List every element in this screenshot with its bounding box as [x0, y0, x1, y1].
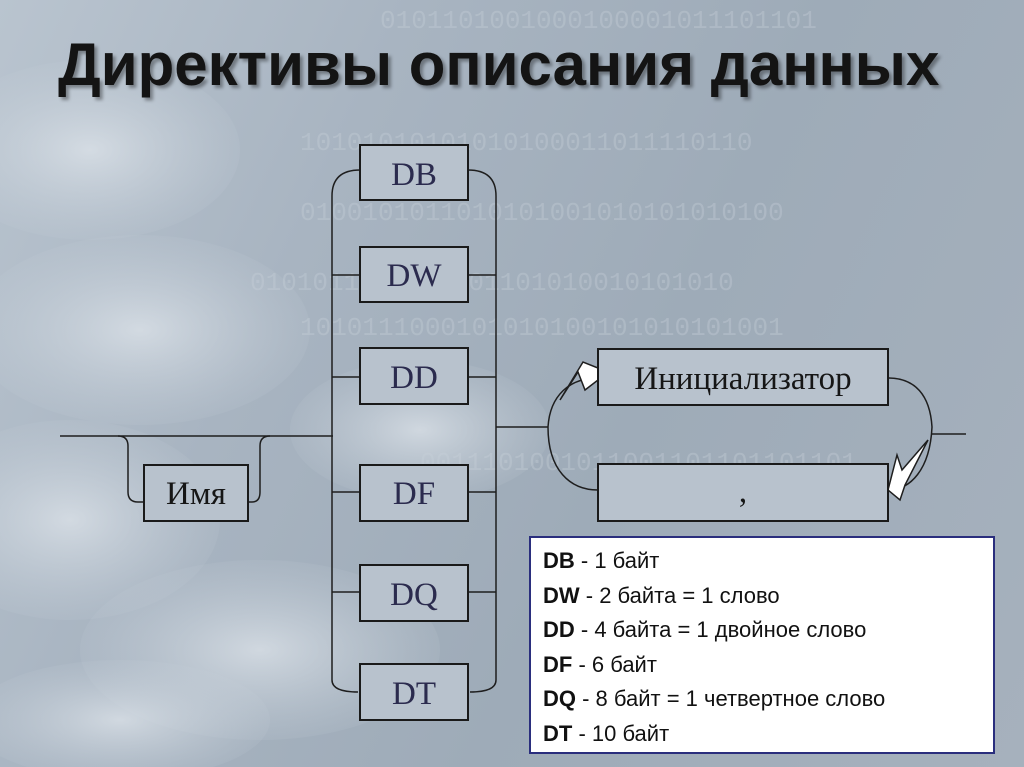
initializer-box: Инициализатор: [597, 348, 889, 406]
directive-dt-box: DT: [359, 663, 469, 721]
directive-dq-label: DQ: [390, 577, 438, 613]
svg-text:0101101001000100001011101101: 0101101001000100001011101101: [380, 6, 817, 36]
directive-bracket-left: [331, 169, 361, 693]
directive-df-box: DF: [359, 464, 469, 522]
directive-dw-box: DW: [359, 246, 469, 303]
legend-row: DT - 10 байт: [543, 717, 981, 752]
legend-description: - 10 байт: [572, 720, 670, 746]
name-box: Имя: [143, 464, 249, 522]
svg-text:101011100010101010010101010100: 1010111000101010100101010101001: [300, 313, 784, 343]
legend-description: - 2 байта = 1 слово: [579, 582, 780, 608]
legend-description: - 1 байт: [574, 548, 660, 573]
legend-code: DF: [543, 651, 573, 677]
legend-box: DB - 1 байт DW - 2 байта = 1 слово DD - …: [529, 536, 995, 754]
svg-text:010101110001000110101001010101: 0101011100010001101010010101010: [250, 268, 734, 298]
legend-row: DB - 1 байт: [543, 544, 981, 579]
legend-description: - 8 байт = 1 четвертное слово: [576, 686, 886, 711]
initializer-box-label: Инициализатор: [634, 361, 851, 397]
directive-db-box: DB: [359, 144, 469, 201]
directive-bracket-right: [467, 169, 497, 693]
directive-dt-label: DT: [392, 676, 436, 712]
slide-title: Директивы описания данных: [58, 31, 940, 98]
separator-box-label: ,: [739, 474, 747, 510]
directive-dq-box: DQ: [359, 564, 469, 622]
legend-row: DQ - 8 байт = 1 четвертное слово: [543, 682, 981, 717]
legend-code: DB: [543, 548, 575, 573]
directive-branch-lines: [332, 274, 496, 593]
directive-dd-box: DD: [359, 347, 469, 405]
svg-text:010010101101010100101010101010: 0100101011010101001010101010100: [300, 198, 784, 228]
directive-dd-label: DD: [390, 360, 438, 396]
legend-code: DT: [543, 720, 573, 746]
legend-code: DW: [543, 582, 580, 608]
directive-db-label: DB: [391, 157, 437, 193]
name-bypass-path: [117, 435, 271, 503]
legend-description: - 4 байта = 1 двойное слово: [574, 617, 867, 642]
name-box-label: Имя: [166, 476, 226, 512]
legend-code: DD: [543, 617, 575, 642]
initializer-loop-path: [547, 377, 933, 491]
legend-row: DW - 2 байта = 1 слово: [543, 579, 981, 614]
legend-row: DF - 6 байт: [543, 648, 981, 683]
legend-code: DQ: [543, 686, 576, 711]
separator-box: ,: [597, 463, 889, 522]
directive-dw-label: DW: [387, 258, 443, 294]
loop-arrow-right-icon: [887, 439, 929, 502]
directive-df-label: DF: [393, 476, 435, 512]
legend-description: - 6 байт: [572, 651, 657, 677]
legend-row: DD - 4 байта = 1 двойное слово: [543, 613, 981, 648]
